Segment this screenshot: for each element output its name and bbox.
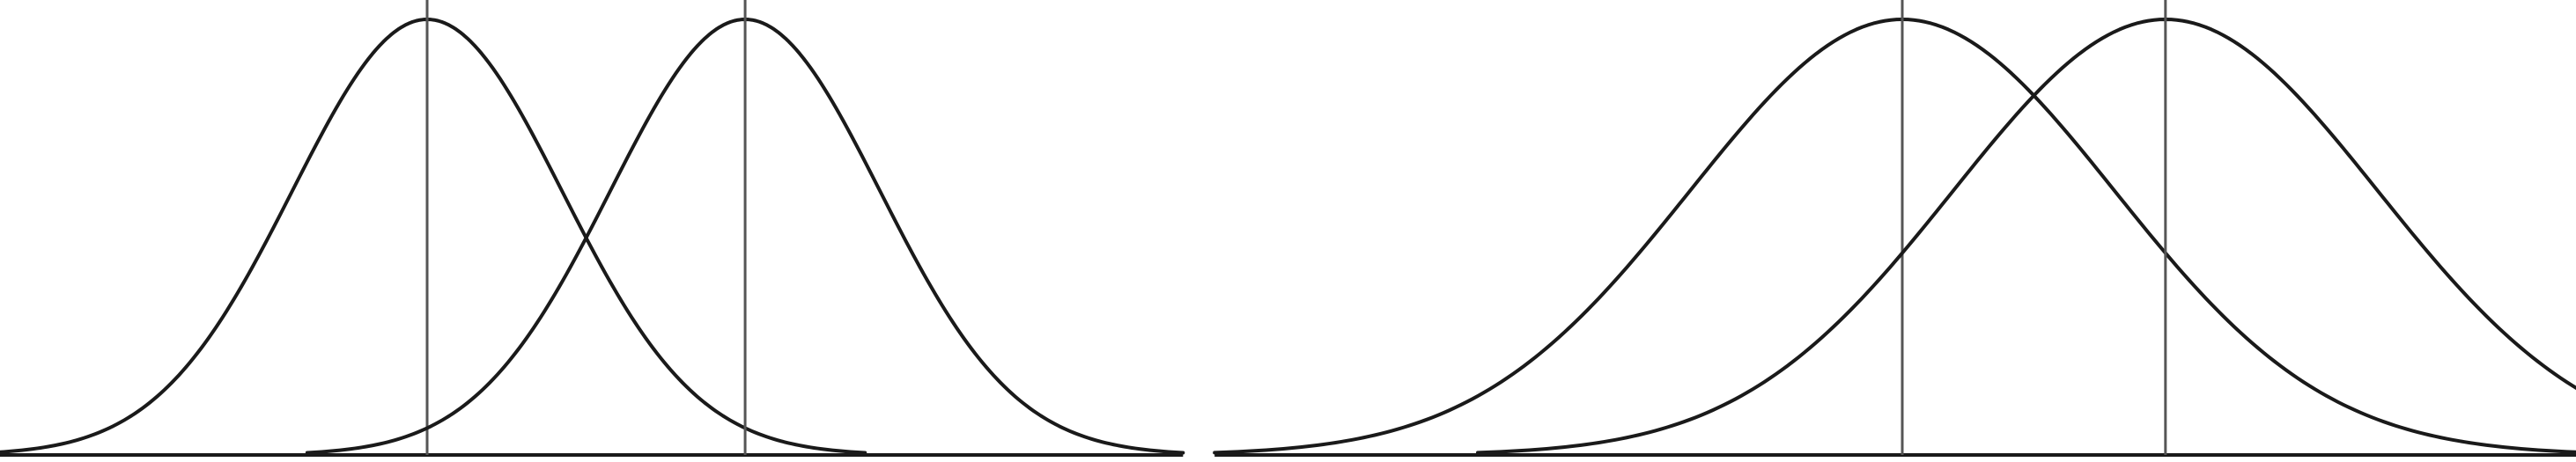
panel-well-separated [0, 0, 1185, 457]
panel-strongly-overlapping [1213, 0, 2576, 457]
panel-well-separated-curve-1 [0, 18, 867, 455]
panel-strongly-overlapping-curve-2 [1476, 18, 2576, 455]
panel-strongly-overlapping-curve-1 [1213, 18, 2576, 455]
